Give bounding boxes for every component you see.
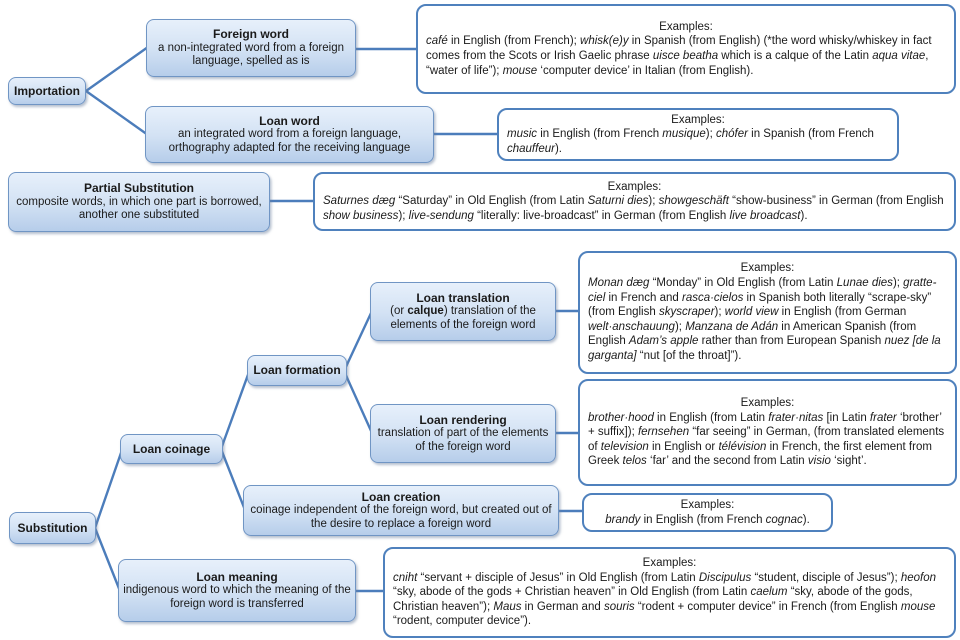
example-text: brandy in English (from French cognac).: [605, 513, 810, 526]
node-loan-creation: Loan creation coinage independent of the…: [243, 485, 559, 536]
node-body: composite words, in which one part is bo…: [16, 195, 262, 222]
node-loan-coinage: Loan coinage: [120, 434, 223, 464]
node-title: Substitution: [17, 520, 88, 535]
node-title: Loan word: [259, 113, 320, 128]
node-body: an integrated word from a foreign langua…: [168, 128, 411, 154]
example-text: music in English (from French musique); …: [507, 128, 874, 155]
examples-heading: Examples:: [740, 397, 795, 410]
example-loan-meaning: Examples: cniht “servant + disciple of J…: [383, 547, 956, 638]
example-loan-creation: Examples: brandy in English (from French…: [582, 493, 833, 532]
example-loan-rendering: Examples: brother·hood in English (from …: [578, 379, 957, 486]
node-body: indigenous word to which the meaning of …: [123, 584, 351, 610]
example-text: Monan dæg “Monday” in Old English (from …: [588, 277, 941, 362]
node-substitution: Substitution: [9, 512, 96, 544]
node-title: Foreign word: [213, 27, 289, 42]
examples-heading: Examples:: [680, 498, 735, 511]
node-title: Loan coinage: [132, 441, 211, 456]
connector-loan-coinage-loan-creation: [219, 447, 247, 512]
example-foreign-word: Examples: café in English (from French);…: [416, 4, 956, 94]
node-importation: Importation: [8, 77, 86, 105]
node-body: coinage independent of the foreign word,…: [250, 504, 552, 530]
node-title: Loan rendering: [419, 412, 507, 427]
node-body: (or calque) translation of the elements …: [390, 305, 536, 331]
node-title: Importation: [14, 83, 80, 98]
node-title: Loan creation: [361, 489, 441, 504]
connector-substitution-loan-coinage: [93, 448, 124, 530]
connector-substitution-loan-meaning: [93, 526, 122, 593]
examples-heading: Examples:: [671, 113, 725, 126]
examples-heading: Examples:: [607, 180, 662, 193]
example-text: brother·hood in English (from Latin frat…: [588, 411, 945, 468]
connector-importation-foreign-word: [84, 45, 150, 93]
node-title: Loan meaning: [196, 569, 278, 584]
node-foreign-word: Foreign word a non-integrated word from …: [146, 19, 356, 77]
node-loan-rendering: Loan rendering translation of part of th…: [370, 404, 556, 463]
node-title: Loan formation: [253, 363, 341, 378]
example-partial-substitution: Examples: Saturnes dæg “Saturday” in Old…: [313, 172, 956, 231]
node-title: Partial Substitution: [83, 181, 194, 196]
example-loan-word: Examples: music in English (from French …: [497, 108, 899, 161]
example-text: cniht “servant + disciple of Jesus” in O…: [393, 571, 937, 628]
node-loan-formation: Loan formation: [247, 355, 347, 386]
node-body: a non-integrated word from a foreign lan…: [157, 41, 345, 68]
example-loan-translation: Examples: Monan dæg “Monday” in Old Engl…: [578, 251, 957, 374]
connector-importation-loan-word: [84, 89, 150, 137]
node-loan-meaning: Loan meaning indigenous word to which th…: [118, 559, 356, 622]
node-loan-word: Loan word an integrated word from a fore…: [145, 106, 434, 163]
node-partial-substitution: Partial Substitution composite words, in…: [8, 172, 270, 232]
node-body: translation of part of the elements of t…: [377, 427, 549, 453]
examples-heading: Examples:: [642, 557, 697, 570]
node-loan-translation: Loan translation (or calque) translation…: [370, 282, 556, 341]
node-title: Loan translation: [416, 290, 510, 305]
connector-loan-coinage-loan-formation: [219, 370, 251, 451]
examples-heading: Examples:: [659, 20, 713, 33]
example-text: café in English (from French); whisk(e)y…: [426, 35, 932, 77]
connector-loan-formation-loan-rendering: [342, 369, 374, 435]
examples-heading: Examples:: [740, 262, 795, 275]
connector-loan-formation-loan-translation: [342, 309, 374, 373]
example-text: Saturnes dæg “Saturday” in Old English (…: [323, 195, 944, 222]
